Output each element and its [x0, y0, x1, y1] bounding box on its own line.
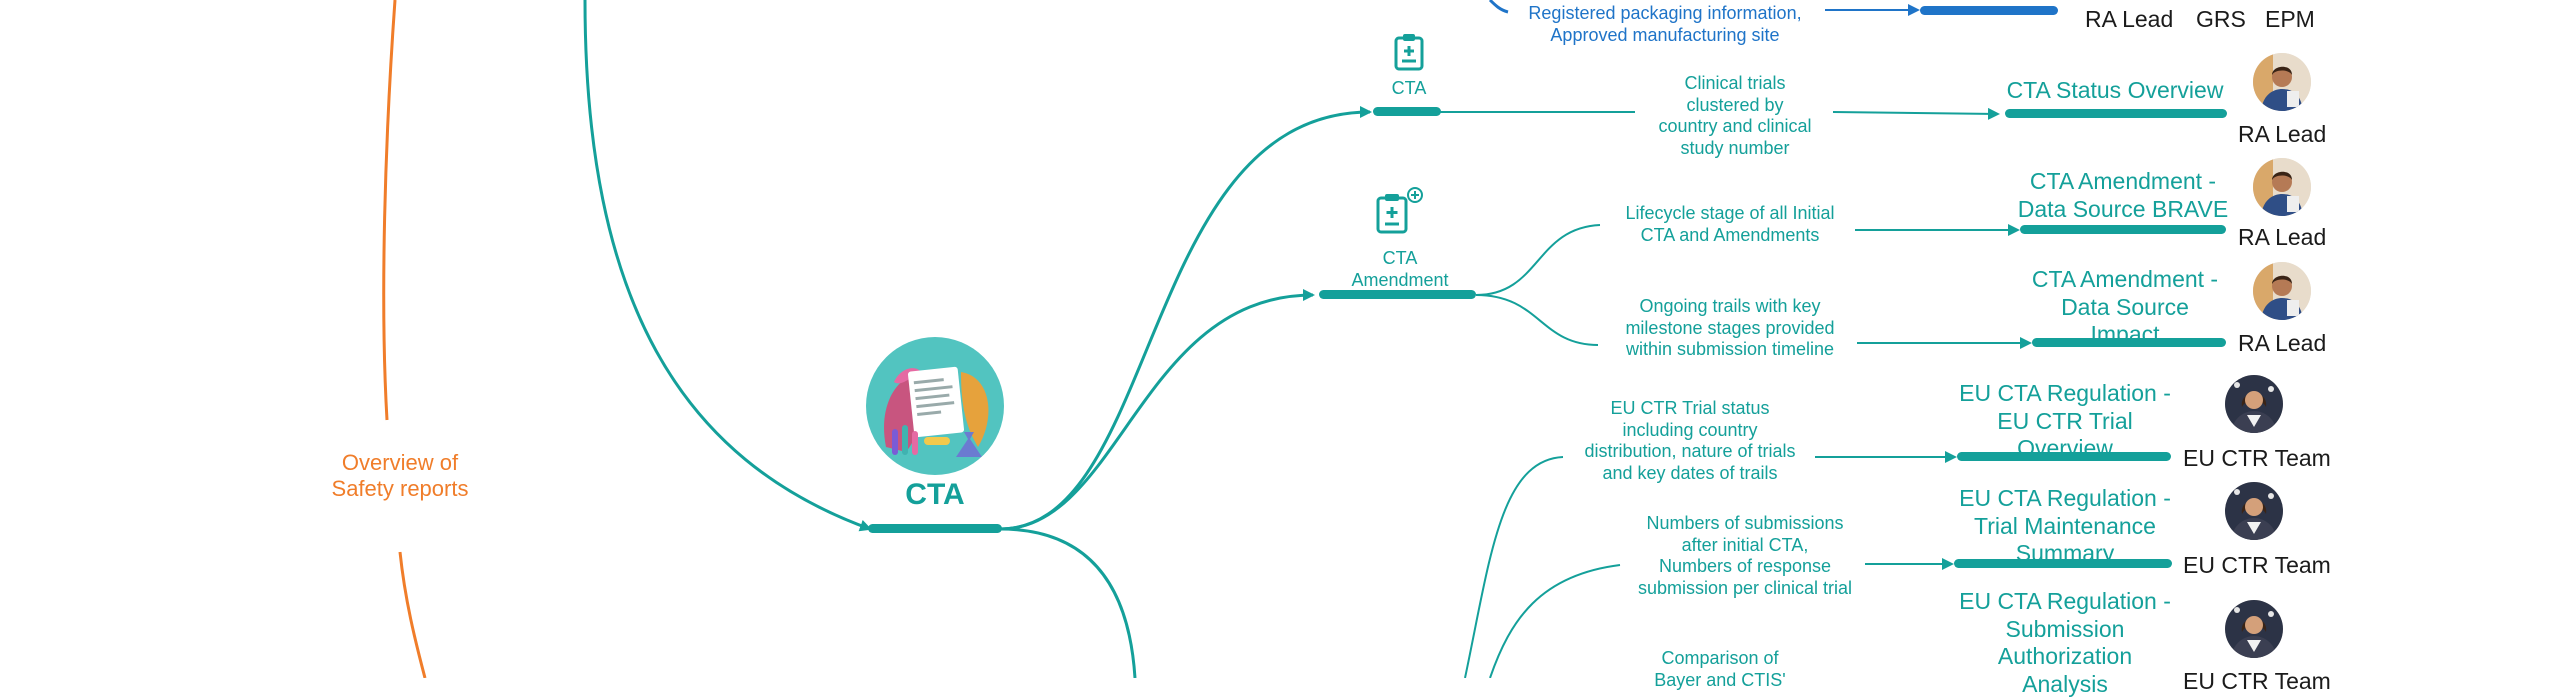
- leaf-bar-4: [1954, 559, 2172, 568]
- leaf-2-desc: Ongoing trails with key milestone stages…: [1625, 296, 1835, 360]
- amendment-branch-label: CTA Amendment: [1340, 248, 1460, 291]
- cta-hub-illustration: [866, 337, 1004, 475]
- eu-branch-2: [1489, 564, 1621, 678]
- hub-title: CTA: [905, 478, 965, 511]
- orange-branch-lower: [398, 551, 427, 678]
- woman-avatar: [2225, 482, 2283, 540]
- leaf-bar-0: [2005, 109, 2227, 118]
- man-avatar: [2253, 53, 2311, 111]
- leaf-2-title: CTA Amendment - Data Source Impact: [2031, 266, 2219, 348]
- amendment-label-line1: CTA: [1382, 248, 1418, 268]
- blue-curve-top: [1488, 0, 1509, 14]
- safety-label-line1: Overview of: [341, 450, 459, 475]
- top-partial-desc: Registered packaging information, Approv…: [1500, 3, 1830, 46]
- amendment-to-leaf1: [1475, 224, 1601, 296]
- leaf-4-role: EU CTR Team: [2183, 552, 2331, 578]
- leaf-4-title: EU CTA Regulation - Trial Maintenance Su…: [1959, 485, 2171, 567]
- cta-bar: [1373, 107, 1441, 116]
- amendment-to-leaf2: [1475, 294, 1599, 346]
- leaf-2-role: RA Lead: [2238, 330, 2327, 356]
- safety-reports-label: Overview of Safety reports: [300, 450, 500, 503]
- woman-avatar: [2225, 375, 2283, 433]
- safety-label-line2: Safety reports: [331, 476, 469, 502]
- hub-bar: [868, 524, 1002, 533]
- leaf-0-role: RA Lead: [2238, 121, 2327, 147]
- woman-avatar: [2225, 600, 2283, 658]
- main-curve-to-hub: [583, 0, 872, 532]
- leaf-3-role: EU CTR Team: [2183, 445, 2331, 471]
- cta-line-2: [1832, 107, 2000, 120]
- leaf-bar-2: [2032, 338, 2226, 347]
- leaf-3-desc: EU CTR Trial status including country di…: [1584, 398, 1796, 483]
- man-avatar: [2253, 262, 2311, 320]
- leaf-1-title: CTA Amendment - Data Source BRAVE: [2017, 168, 2229, 222]
- top-desc-line1: Registered packaging information,: [1528, 3, 1802, 23]
- top-role-ra-lead: RA Lead: [2085, 6, 2174, 32]
- leaf-1-role: RA Lead: [2238, 224, 2327, 250]
- man-avatar: [2253, 158, 2311, 216]
- clipboard-plus-circle-icon: [1375, 186, 1425, 236]
- top-role-grs: GRS: [2196, 6, 2246, 32]
- orange-branch-upper: [382, 0, 397, 421]
- curve-hub-to-cta: [999, 106, 1372, 531]
- leaf-0-title: CTA Status Overview: [2006, 77, 2224, 103]
- leaf-4-desc: Numbers of submissions after initial CTA…: [1637, 513, 1853, 598]
- curve-hub-to-amendment: [999, 289, 1315, 531]
- top-role-epm: EPM: [2265, 6, 2315, 32]
- leaf-1-desc: Lifecycle stage of all Initial CTA and A…: [1625, 203, 1835, 245]
- curve-hub-down: [999, 527, 1137, 678]
- top-partial-bar: [1920, 6, 2058, 15]
- leaf-bar-3: [1957, 452, 2171, 461]
- leaf-5-role: EU CTR Team: [2183, 668, 2331, 694]
- top-desc-line2: Approved manufacturing site: [1550, 24, 1780, 45]
- connector-lines: [382, 0, 2032, 678]
- leaf-3-title: EU CTA Regulation - EU CTR Trial Overvie…: [1959, 380, 2171, 462]
- clipboard-plus-icon: [1393, 33, 1425, 71]
- eu-branch-1: [1464, 456, 1564, 678]
- leaf-5-title: EU CTA Regulation - Submission Authoriza…: [1959, 588, 2171, 697]
- cta-branch-label: CTA: [1391, 78, 1427, 98]
- amendment-label-line2: Amendment: [1351, 269, 1449, 290]
- leaf-5-desc: Comparison of Bayer and CTIS': [1654, 648, 1786, 690]
- leaf-bar-1: [2020, 225, 2226, 234]
- amendment-bar: [1319, 290, 1476, 299]
- leaf-0-desc: Clinical trials clustered by country and…: [1658, 73, 1812, 158]
